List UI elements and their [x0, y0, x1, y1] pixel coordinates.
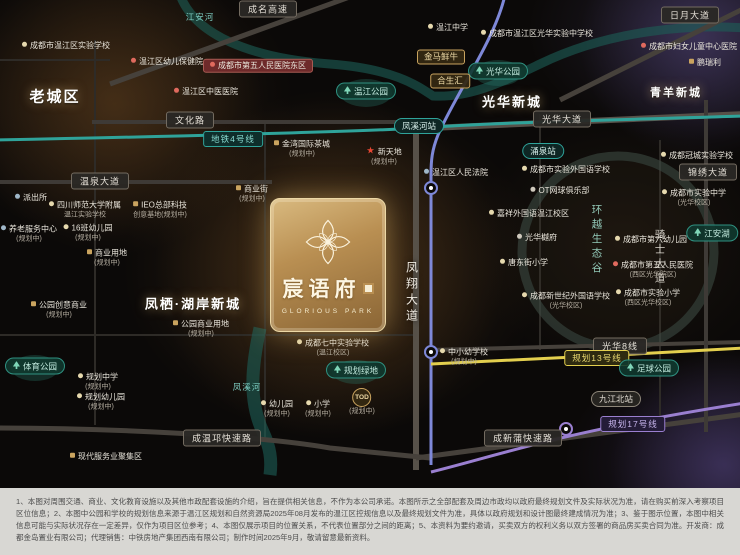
- road-chengxinpu: [415, 412, 740, 461]
- road-guanghua-line8: [429, 340, 740, 352]
- project-flower-icon: [305, 219, 351, 265]
- jiangan-river: [177, 0, 740, 476]
- project-subtitle-en: GLORIOUS PARK: [281, 308, 375, 315]
- disclaimer-text: 1、本图对周围交通、商业、文化教育设施以及其他市政配套设施的介绍，旨在提供相关信…: [0, 488, 740, 555]
- eco-valley-ring: [517, 151, 719, 353]
- project-name-seal: [362, 282, 374, 294]
- project-logo-card: 宸语府 GLORIOUS PARK: [270, 198, 386, 332]
- road-chengming-expressway: [109, 0, 349, 87]
- project-name: 宸语府: [282, 277, 361, 301]
- map-canvas: 老城区光华新城凤栖·湖岸新城青羊新城成名高速日月大道文化路温泉大道光华大道光华8…: [0, 0, 740, 488]
- station-markers: [424, 181, 573, 436]
